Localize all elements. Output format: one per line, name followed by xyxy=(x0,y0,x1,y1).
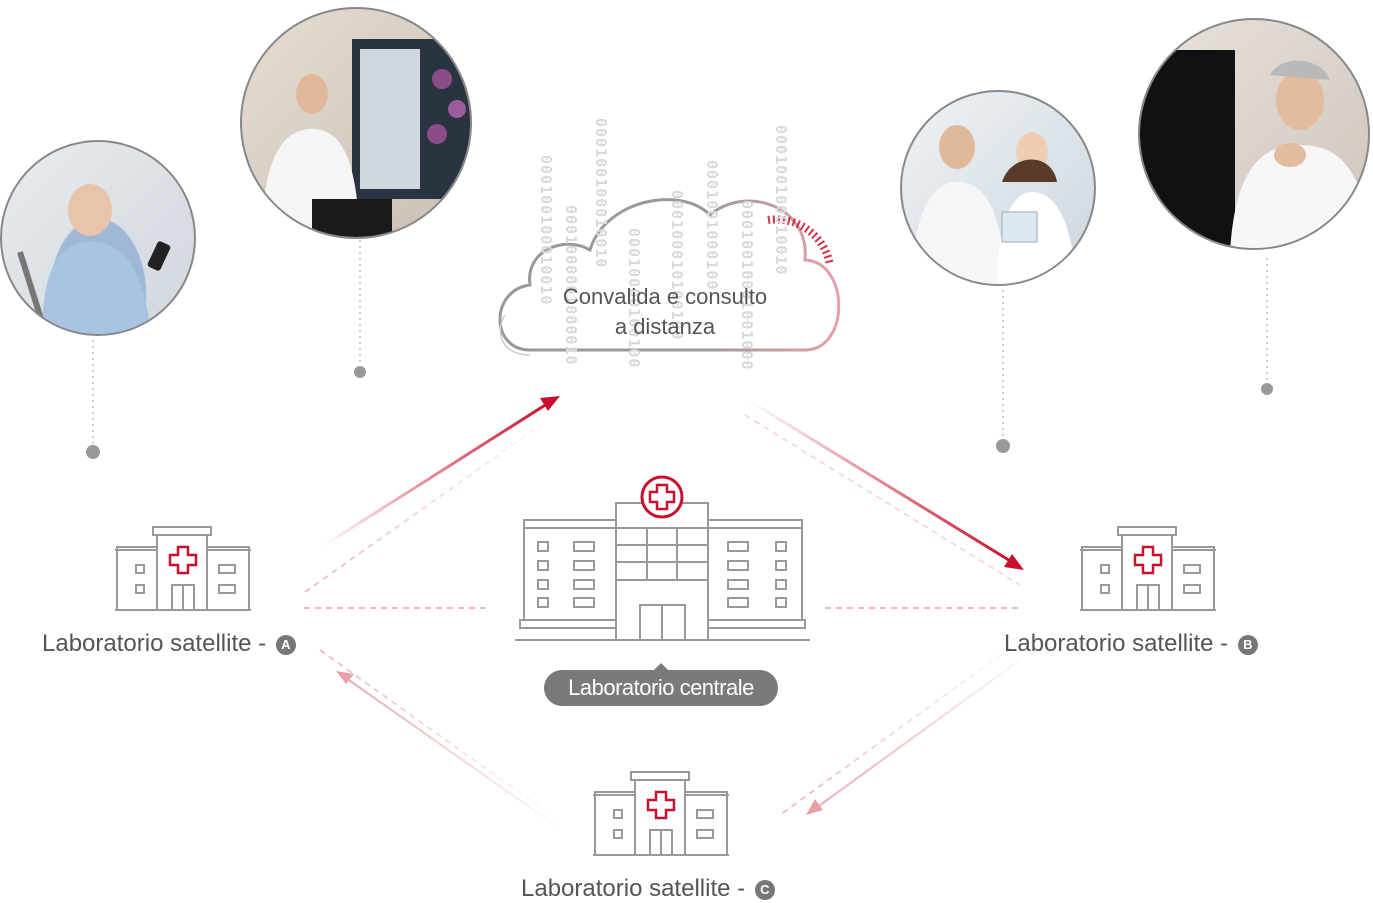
cloud-label-line1: Convalida e consulto xyxy=(562,284,768,309)
hospital-icon-b xyxy=(1080,526,1216,611)
binary-stream-1: 000100100010010 xyxy=(537,155,555,306)
arrow-a-to-cloud xyxy=(319,400,551,550)
binary-stream-7: 00010010001001000 xyxy=(738,200,756,371)
binary-stream-6: 0001001000100 xyxy=(703,160,721,291)
badge-a: A xyxy=(275,634,296,655)
arrow-a-return xyxy=(304,419,549,593)
satellite-a-text: Laboratorio satellite - xyxy=(42,630,273,657)
doctors-figure xyxy=(912,125,1077,284)
cloud-shape xyxy=(498,198,841,352)
photo-doctor-presenting xyxy=(240,7,472,239)
link-b-c xyxy=(779,647,1011,816)
badge-c: C xyxy=(754,879,775,900)
arrow-b-c-head xyxy=(806,799,823,815)
hospital-icon-c xyxy=(593,771,729,856)
photo-connectors xyxy=(92,240,1268,448)
connector-dot-2 xyxy=(354,366,366,378)
satellite-b-label: Laboratorio satellite - B xyxy=(1004,630,1258,658)
satellite-c-text: Laboratorio satellite - xyxy=(521,875,752,902)
arrow-cloud-to-b xyxy=(747,398,1013,564)
binary-stream-5: 000100010100100 xyxy=(668,190,686,341)
binary-stream-8: 000100100010010 xyxy=(772,125,790,276)
photo-doctor-at-computer xyxy=(1138,18,1370,250)
link-a-c xyxy=(319,649,556,819)
binary-stream-2: 0001000001000010 xyxy=(562,205,580,366)
binary-stream-4: 00010000100100 xyxy=(625,228,643,369)
arrow-b-return xyxy=(744,414,1021,586)
presentation-figure xyxy=(262,39,470,237)
cloud-label: Convalida e consulto a distanza xyxy=(520,282,810,342)
connector-dot-3 xyxy=(996,439,1010,453)
connector-dots xyxy=(86,366,1273,459)
arrow-c-to-a xyxy=(345,677,556,826)
arrow-b-head xyxy=(1004,554,1024,570)
progress-arc-icon xyxy=(767,215,834,266)
patient-figure xyxy=(17,184,171,334)
cloud-label-line2: a distanza xyxy=(614,314,716,339)
connector-dot-4 xyxy=(1261,383,1273,395)
binary-stream-3: 000100100010010 xyxy=(592,118,610,269)
central-hospital-icon xyxy=(515,475,810,641)
badge-b: B xyxy=(1237,634,1258,655)
satellite-c-label: Laboratorio satellite - C xyxy=(521,875,775,903)
photo-two-doctors xyxy=(900,90,1096,286)
hospital-icon-a xyxy=(115,526,251,611)
central-lab-label: Laboratorio centrale xyxy=(544,663,778,706)
arrow-c-a-head xyxy=(336,671,354,684)
satellite-b-text: Laboratorio satellite - xyxy=(1004,630,1235,657)
photo-patient-with-phone xyxy=(0,140,196,336)
satellite-a-label: Laboratorio satellite - A xyxy=(42,630,296,658)
arrow-a-head xyxy=(540,396,560,411)
connector-dot-1 xyxy=(86,445,100,459)
arrow-b-to-c xyxy=(815,659,1021,809)
computer-figure xyxy=(1140,50,1368,248)
cloud-inner-shadow xyxy=(499,314,531,356)
